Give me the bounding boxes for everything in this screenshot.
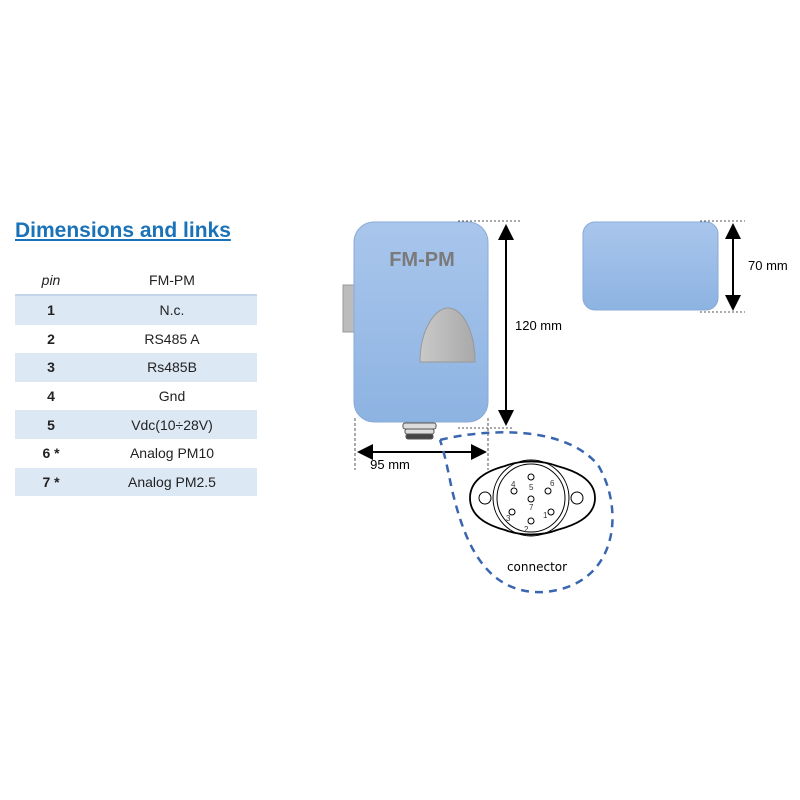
signal-cell: Analog PM2.5	[87, 467, 257, 497]
signal-cell: RS485 A	[144, 330, 200, 347]
connector-pinout	[469, 459, 596, 537]
device-side-view	[582, 221, 719, 311]
signal-cell: N.c.	[87, 295, 257, 325]
section-title: Dimensions and links	[15, 219, 231, 242]
width-label: 95 mm	[370, 457, 410, 472]
header-model: FM-PM	[87, 266, 257, 296]
table-row: 4 Gnd	[15, 382, 257, 411]
pin-number: 6	[550, 479, 555, 488]
pin-cell: 1	[15, 295, 87, 325]
table-row: 6 * Analog PM10	[15, 439, 257, 468]
pin-cell: 4	[47, 388, 55, 405]
pin-cell: 2	[47, 330, 55, 347]
cable-gland	[402, 422, 437, 440]
pin-cell: 6 *	[42, 445, 60, 462]
pin-cell: 7 *	[15, 467, 87, 497]
pin-number: 2	[524, 525, 529, 534]
sensor-dome	[419, 307, 476, 363]
signal-cell: Vdc(10÷28V)	[87, 410, 257, 439]
pin-number: 5	[529, 483, 534, 492]
pin-number: 7	[529, 503, 534, 512]
device-label: FM-PM	[389, 249, 455, 271]
depth-label: 70 mm	[748, 258, 788, 273]
connector-label: connector	[507, 560, 567, 574]
table-row: 7 *Analog PM2.5	[15, 467, 257, 497]
table-row: 2 RS485 A	[15, 325, 257, 354]
signal-cell: Analog PM10	[129, 445, 215, 462]
height-label: 120 mm	[515, 318, 562, 333]
signal-cell: Rs485B	[87, 353, 257, 382]
pin-number: 4	[511, 480, 516, 489]
signal-cell: Gnd	[158, 388, 186, 405]
pin-cell: 3	[15, 353, 87, 382]
header-pin: pin	[15, 266, 87, 296]
pin-number: 1	[543, 511, 548, 520]
connector-callout	[438, 431, 614, 594]
pin-cell: 5	[15, 410, 87, 439]
device-front-view	[353, 221, 489, 423]
pin-number: 3	[506, 514, 511, 523]
